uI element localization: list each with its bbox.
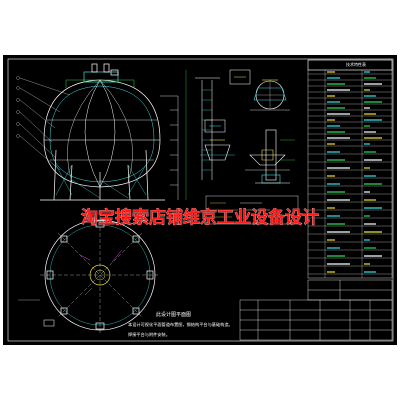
title-block [307, 279, 393, 301]
notes-heading: 此设计图平面图 [156, 311, 191, 318]
support-detail-1 [200, 139, 235, 161]
notes-line-1: 本设计可视化平面管道布置图，钢结构平台与基础构造。 [128, 321, 233, 328]
legend-box [205, 195, 299, 225]
technical-specifications-table [307, 59, 393, 279]
tank-elevation-view [16, 63, 187, 201]
drawing-border [7, 58, 394, 342]
foundation-detail [255, 129, 295, 184]
watermark-text: 淘宝搜索店铺维京工业设备设计 [81, 207, 319, 228]
support-detail-2 [245, 149, 290, 171]
nozzle-detail-top [250, 79, 290, 111]
title-block-label: 技术特性表 [346, 61, 366, 67]
notes-line-2: 焊接平台与附件安装。 [128, 331, 170, 338]
tank-plan-view [18, 215, 160, 335]
spec-rows [308, 70, 392, 278]
small-section-views [204, 69, 251, 133]
